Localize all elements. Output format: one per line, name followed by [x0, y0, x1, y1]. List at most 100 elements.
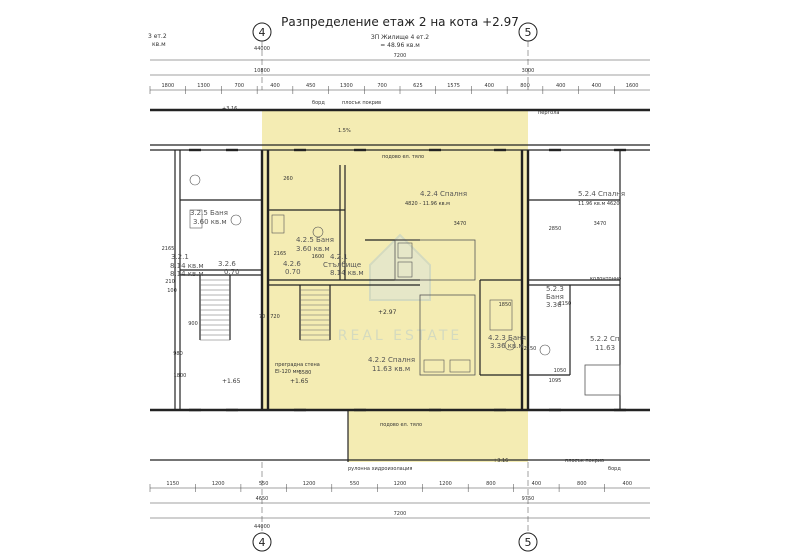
- interior-dim-value: 2150: [559, 301, 572, 307]
- level-mid: +2.97: [378, 309, 397, 316]
- window-markers: [189, 148, 626, 412]
- bottom-dim-value: 1200: [212, 481, 225, 487]
- left-header-note: 3 ет.2: [148, 33, 167, 40]
- label-preg: преградна стена: [275, 362, 320, 368]
- room-4-2-4-area: 4820 - 11.96 кв.м: [405, 201, 450, 207]
- label-hydro: рулонна хидроизолация: [348, 466, 412, 472]
- top-dim-value: 1300: [197, 83, 210, 89]
- top-dim-value: 450: [306, 83, 316, 89]
- top-dim-value: 1575: [447, 83, 460, 89]
- room-5-2-2-area: 11.63: [595, 344, 615, 352]
- room-4-2-4-name: 4.2.4 Спалня: [420, 190, 467, 198]
- bottom-dim-value: 550: [350, 481, 360, 487]
- axis-5-top: 5: [518, 22, 538, 42]
- label-kolon: колонтонно: [590, 276, 621, 282]
- interior-dim-value: 3470: [454, 221, 467, 227]
- bottom-dim-value: 400: [532, 481, 542, 487]
- room-4-2-6-name: 4.2.6: [283, 260, 301, 268]
- room-5-2-4-area: 11.96 кв.м 4620: [578, 201, 620, 207]
- interior-dim-value: 1600: [312, 254, 325, 260]
- left-header-note-2: кв.м: [152, 41, 166, 48]
- room-4-2-3-area: 3.36 кв.м: [490, 342, 524, 350]
- interior-walls-unit-3: [180, 199, 262, 340]
- room-4-2-2-name: 4.2.2 Спалня: [368, 356, 415, 364]
- top-dim-value: 1300: [340, 83, 353, 89]
- level-left2: +1.65: [290, 378, 309, 385]
- center-header-area: = 48.96 кв.м: [380, 42, 420, 49]
- level-top: +3.16: [222, 106, 237, 112]
- room-4-2-5-area: 3.60 кв.м: [296, 245, 330, 253]
- bottom-dim-value: 1200: [394, 481, 407, 487]
- room-4-2-5-name: 4.2.5 Баня: [296, 236, 334, 244]
- interior-dim-value: 1095: [549, 378, 562, 384]
- axis-4-bottom: 4: [252, 532, 272, 552]
- stairs-unit-3: [200, 279, 230, 341]
- top-dim-value: 400: [270, 83, 280, 89]
- label-preg2: EI-120 мм: [275, 369, 300, 375]
- watermark-text: REAL ESTATE: [338, 328, 463, 344]
- interior-dim-value: 3470: [594, 221, 607, 227]
- slope-top: 1.5%: [338, 128, 351, 134]
- bed-5-2-2: [584, 364, 621, 396]
- room-4-2-3-name: 4.2.3 Баня: [488, 334, 526, 342]
- room-5-2-4-name: 5.2.4 Спалня: [578, 190, 625, 198]
- top-dim-value: 700: [235, 83, 245, 89]
- top-dim-value: 800: [520, 83, 530, 89]
- interior-dim-value: 720: [270, 314, 280, 320]
- top-total-dim: 7200: [394, 53, 407, 59]
- bottom-dim-value: 550: [259, 481, 269, 487]
- room-5-2-2-name: 5.2.2 Сп: [590, 335, 620, 343]
- axis-5-top-label: 5: [525, 26, 532, 39]
- label-pleso-bottom: плосък покрив: [565, 458, 604, 464]
- interior-dim-value: 1800: [174, 373, 187, 379]
- bottom-dim-value: 800: [486, 481, 496, 487]
- room-4-2-1-area: Стълбище: [323, 261, 361, 269]
- interior-dim-value: 1050: [554, 368, 567, 374]
- interior-walls-unit-5: [528, 199, 620, 376]
- room-4-2-2-area: 11.63 кв.м: [372, 365, 410, 373]
- top-dim-value: 400: [485, 83, 495, 89]
- bottom-total-dim: 7200: [394, 511, 407, 517]
- top-dim-value: 1800: [161, 83, 174, 89]
- podovo-top: подово ел. тяло: [382, 154, 424, 160]
- room-4-2-1-name: 4.2.1: [330, 253, 348, 261]
- room-3-2-1-name: 3.2.1: [171, 253, 189, 261]
- room-5-2-3-area: Баня: [546, 293, 564, 301]
- axis-5-bottom-label: 5: [525, 536, 532, 549]
- center-header-note: ЗП Жилище 4 ет.2: [371, 34, 429, 41]
- room-labels: 4.2.4 Спалня 4820 - 11.96 кв.м 4.2.5 Бан…: [170, 190, 625, 373]
- top-sub-dim-1: 10800: [254, 68, 270, 74]
- room-3-2-6-name: 3.2.6: [218, 260, 236, 268]
- label-pergola: пергола: [538, 110, 559, 116]
- room-3-2-5-name: 3.2.5 Баня: [190, 209, 228, 217]
- interior-dim-value: 210: [165, 279, 175, 285]
- label-bord-bottom: борд: [608, 466, 621, 472]
- interior-dim-value: 2165: [162, 246, 175, 252]
- level-bottom: +3.16: [493, 458, 508, 464]
- bath-fixtures: [189, 174, 551, 356]
- bottom-dim-value: 800: [577, 481, 587, 487]
- room-5-2-3-name: 5.2.3: [546, 285, 564, 293]
- bed-4-2-4: [394, 239, 476, 281]
- level-left: +1.65: [222, 378, 241, 385]
- axis-5-bottom: 5: [518, 532, 538, 552]
- interior-dim-value: 70: [259, 314, 265, 320]
- top-dim-value: 1600: [626, 83, 639, 89]
- header-total-dim: 44000: [254, 46, 270, 52]
- label-bord: борд: [312, 100, 325, 106]
- interior-dim-value: 3580: [299, 370, 312, 376]
- interior-dim-value: 1850: [499, 302, 512, 308]
- axis-4-bottom-label: 4: [259, 536, 266, 549]
- interior-dim-value: 2850: [549, 226, 562, 232]
- bottom-dim-value: 1200: [303, 481, 316, 487]
- room-3-2-1-area2: 8.14 кв.м: [170, 270, 204, 278]
- room-3-2-6-area: 0.70: [224, 268, 240, 276]
- top-dim-value: 625: [413, 83, 423, 89]
- top-sub-dim-2: 3000: [522, 68, 535, 74]
- interior-dim-value: 980: [173, 351, 183, 357]
- axis-4-top: 4: [252, 22, 272, 42]
- interior-dim-value: 900: [188, 321, 198, 327]
- bottom-dim-value: 1150: [166, 481, 179, 487]
